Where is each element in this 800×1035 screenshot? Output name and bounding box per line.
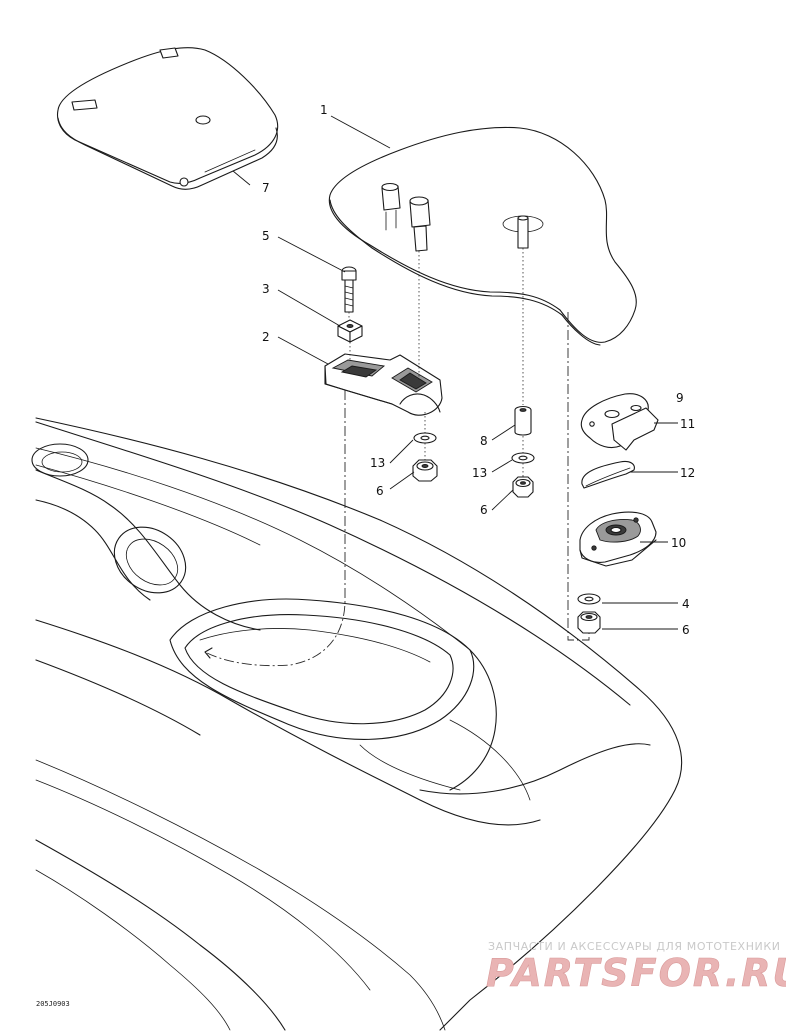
callout-13-left: 13 [370, 456, 385, 470]
deck-hull [31, 417, 683, 1031]
part-6-nut-b [512, 476, 534, 498]
drawing-code: 205J0903 [36, 1000, 70, 1008]
part-10-latch-body [579, 511, 657, 567]
part-9-11-latch [580, 393, 659, 451]
part-6-nut-c [577, 611, 601, 634]
assembly-centerlines [204, 248, 590, 667]
part-5-bolt [341, 266, 357, 313]
part-1-cushion [328, 126, 637, 346]
stud-left [381, 182, 401, 231]
callout-1: 1 [320, 103, 328, 117]
leader-lines [232, 115, 678, 630]
callout-3: 3 [262, 282, 270, 296]
part-7-cover [56, 47, 279, 190]
callout-8: 8 [480, 434, 488, 448]
watermark-logo: PARTSFOR.RU [486, 951, 786, 994]
callout-11: 11 [680, 417, 695, 431]
part-12-spring [581, 460, 635, 489]
part-2-bracket [324, 353, 443, 416]
callout-6-left: 6 [376, 484, 384, 498]
part-13-washer-b [511, 452, 535, 464]
part-8-spacer [514, 405, 532, 436]
callout-labels: 1 2 3 4 5 6 6 6 7 8 9 10 11 12 13 13 [262, 103, 695, 637]
callout-2: 2 [262, 330, 270, 344]
callout-13-middle: 13 [472, 466, 487, 480]
part-13-washer-a [413, 432, 437, 444]
callout-4: 4 [682, 597, 690, 611]
callout-5: 5 [262, 229, 270, 243]
callout-9: 9 [676, 391, 684, 405]
callout-10: 10 [671, 536, 686, 550]
callout-6-middle: 6 [480, 503, 488, 517]
watermark-tagline: ЗАПЧАСТИ И АКСЕССУАРЫ ДЛЯ МОТОТЕХНИКИ [488, 940, 781, 953]
stud-right [409, 196, 431, 252]
watermark-logo-text: PARTSFOR.RU [486, 951, 786, 994]
part-6-nut-a [412, 459, 438, 482]
callout-12: 12 [680, 466, 695, 480]
callout-6-right: 6 [682, 623, 690, 637]
callout-7: 7 [262, 181, 270, 195]
part-3-square-nut [337, 319, 363, 343]
part-4-washer [577, 593, 601, 605]
